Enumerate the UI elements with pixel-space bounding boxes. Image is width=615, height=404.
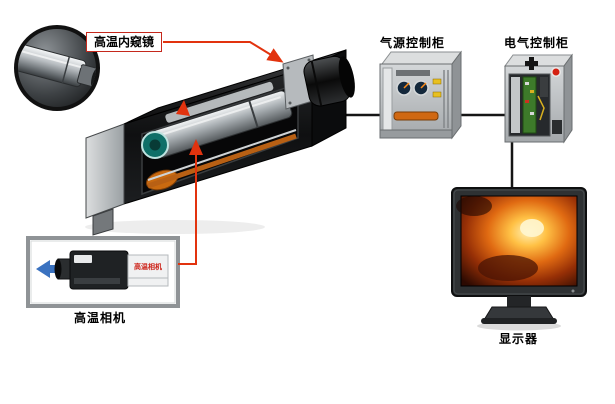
air-cabinet-base — [379, 129, 453, 139]
air-cabinet-label: 气源控制柜 — [380, 36, 446, 50]
gauge-needle — [403, 82, 410, 89]
camera-lens-face — [54, 259, 62, 279]
flange-bolt — [288, 101, 292, 105]
camera-inset-body-text: 高温相机 — [134, 262, 162, 271]
air-cabinet-rail — [382, 67, 393, 135]
callout-camera-to-machine — [178, 139, 203, 265]
camera-label: 高温相机 — [74, 311, 127, 325]
emergency-button-icon — [552, 68, 560, 76]
tube-end-core — [149, 139, 161, 151]
board-chip — [530, 112, 534, 115]
lens-cap — [338, 56, 355, 98]
air-cabinet-side — [451, 50, 462, 140]
lens-ring — [310, 60, 323, 107]
monitor-base — [481, 318, 557, 324]
interior-rail-silver — [147, 129, 297, 181]
vent-cross-icon — [525, 57, 538, 70]
air-cabinet-top — [381, 51, 462, 65]
gauge-needle — [420, 82, 427, 89]
valve-handle — [432, 78, 442, 85]
callout-lines-red — [163, 41, 284, 265]
monitor — [451, 187, 587, 324]
electric-cabinet-top — [504, 54, 573, 67]
probe-joint — [61, 56, 71, 84]
interior-red-arrow-icon — [176, 100, 190, 116]
power-led — [571, 289, 575, 293]
flange-bolt — [307, 58, 311, 62]
circuit-board — [522, 76, 537, 134]
monitor-label: 显示器 — [499, 332, 539, 346]
flange-bolt — [286, 66, 290, 70]
endoscope-callout-label: 高温内窥镜 — [86, 32, 162, 52]
camera-bracket — [127, 254, 169, 287]
valve-handle — [432, 91, 442, 98]
interior-upper-tube — [165, 81, 274, 123]
electric-cabinet-label: 电气控制柜 — [504, 36, 570, 50]
wiring — [537, 95, 545, 121]
machine-shadow — [85, 220, 265, 234]
tube-joint — [248, 100, 259, 128]
inner-panel — [511, 77, 520, 133]
furnace-dark-blob — [478, 255, 538, 281]
interior-rail-orange — [147, 133, 297, 189]
camera-body-groove — [74, 278, 120, 284]
electric-control-cabinet — [504, 53, 573, 144]
camera-inset-inner-frame — [30, 240, 176, 304]
furnace-hotspot — [520, 219, 544, 237]
air-cabinet-slot — [396, 70, 430, 76]
machine-enclosure — [85, 49, 355, 236]
air-tank — [393, 111, 439, 121]
electric-cabinet-side — [563, 53, 573, 144]
furnace-shadow — [456, 196, 492, 216]
board-chip — [525, 100, 529, 103]
endoscope-inset — [14, 25, 100, 111]
probe-highlight — [18, 48, 82, 69]
board-chip — [525, 82, 529, 85]
machine-lens — [303, 55, 355, 107]
tube-highlight — [158, 96, 281, 137]
monitor-neck — [507, 296, 531, 307]
board-chip — [530, 90, 534, 93]
machine-left-face — [85, 123, 125, 219]
direction-arrow-icon — [36, 260, 62, 278]
camera-logo-patch — [74, 255, 92, 263]
relay-block — [540, 77, 548, 97]
machine-foot — [92, 208, 114, 236]
camera-inset: 高温相机 — [26, 236, 180, 308]
bezel-highlight — [453, 189, 585, 295]
terminal-box — [552, 120, 562, 134]
callout-endoscope-to-lens — [163, 41, 284, 63]
air-control-cabinet — [379, 50, 462, 140]
